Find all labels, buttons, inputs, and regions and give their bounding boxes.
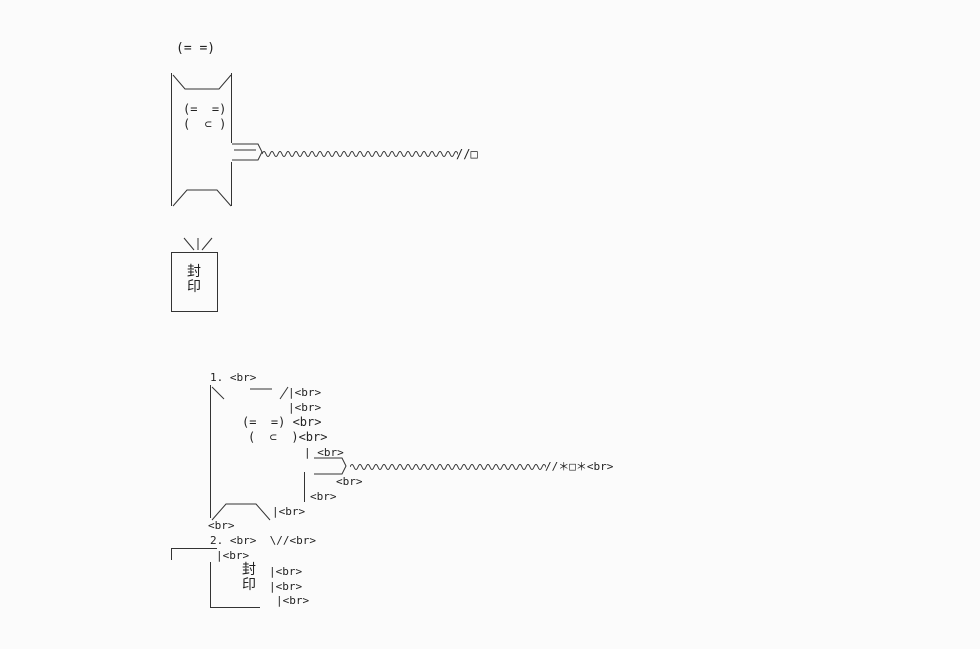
cat-right-edge-top [231, 73, 232, 143]
rope-end-2: //＊□＊<br> [545, 460, 614, 473]
line-11: <br> [208, 519, 235, 532]
cat-face: (= =) [183, 102, 227, 116]
seal-char-2: 印 [187, 279, 201, 295]
cat-eyes-top: (= =) [176, 41, 216, 56]
cat2-ears [211, 386, 289, 400]
seal-char-1: 封 [187, 264, 201, 280]
line-1: 1. <br> [210, 371, 257, 384]
cat2-feet [211, 503, 271, 521]
cat-paws: ( ⊂ ) [183, 117, 227, 131]
rope-wave [262, 151, 458, 157]
line-14: |<br> [269, 565, 303, 578]
jar2-left [171, 548, 172, 560]
cat2-left-edge [210, 385, 211, 518]
cat2-face: (= =) <br> [242, 415, 322, 429]
rope-end-1: //□ [456, 147, 478, 161]
rope-wave-2 [350, 464, 546, 470]
line-8: <br> [336, 475, 363, 488]
cat-feet-line [172, 189, 232, 207]
line-2: |<br> [288, 386, 322, 399]
jar2-left-lower [210, 562, 211, 608]
line-10: |<br> [272, 505, 306, 518]
seal2-char-1: 封 [242, 562, 256, 578]
line-15: |<br> [269, 580, 303, 593]
cat-arm [232, 143, 263, 161]
cat2-arm [314, 457, 347, 475]
cat2-paws: ( ⊂ )<br> [248, 430, 328, 444]
line-12: 2. <br> \//<br> [210, 534, 316, 547]
jar2-top [171, 548, 217, 549]
line-16: |<br> [276, 594, 310, 607]
seal2-char-2: 印 [242, 577, 256, 593]
cat-left-edge [171, 73, 172, 206]
line-3: |<br> [288, 401, 322, 414]
jar-lid-lines [183, 237, 213, 251]
jar2-bottom [210, 607, 260, 608]
line-13: |<br> [216, 549, 250, 562]
cat2-right-edge [304, 472, 305, 502]
line-9: <br> [310, 490, 337, 503]
cat-ears-line [172, 74, 232, 90]
cat-right-edge-bottom [231, 162, 232, 206]
jar-body [171, 252, 218, 312]
line-6: | <br> [304, 446, 344, 459]
